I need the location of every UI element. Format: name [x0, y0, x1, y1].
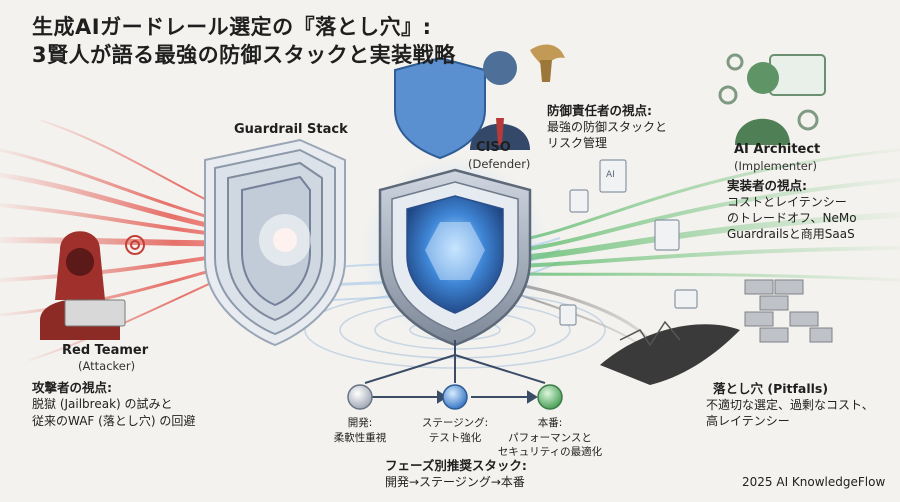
title-line2: 3賢人が語る最強の防御スタックと実装戦略 [32, 43, 456, 67]
ciso-view-line2: リスク管理 [547, 136, 608, 150]
architect-name: AI Architect [734, 142, 821, 157]
red-teamer-view-line1: 脱獄 (Jailbreak) の試みと [32, 397, 173, 411]
credit: 2025 AI KnowledgeFlow [742, 475, 886, 489]
phase-stack-flow: 開発→ステージング→本番 [385, 475, 525, 489]
pitfalls-line2: 高レイテンシー [706, 414, 790, 428]
red-teamer-view-title: 攻撃者の視点: [32, 380, 112, 395]
architect-role: (Implementer) [734, 159, 818, 173]
ciso-view-title: 防御責任者の視点: [547, 103, 652, 118]
ciso-view-line1: 最強の防御スタックと [547, 120, 668, 134]
phase-stack-title: フェーズ別推奨スタック: [385, 458, 527, 473]
phase-node-prod [537, 384, 563, 410]
architect-view-line1: コストとレイテンシー [727, 195, 847, 209]
guardrail-stack [204, 138, 346, 347]
stack-label: Guardrail Stack [234, 122, 348, 137]
red-teamer-view-line2: 従来のWAF (落とし穴) の回避 [32, 414, 196, 428]
architect-view-line3: Guardrailsと商用SaaS [727, 227, 855, 241]
phase-prod-name: 本番: [537, 417, 563, 429]
phase-staging-name: ステージング: [421, 417, 489, 429]
red-teamer-name: Red Teamer [62, 343, 149, 358]
architect-view-title: 実装者の視点: [727, 178, 807, 193]
red-teamer-figure [40, 231, 145, 340]
doc-icons [559, 159, 698, 326]
phase-connectors [364, 340, 546, 404]
phase-prod-desc2: セキュリティの最適化 [497, 446, 603, 458]
architect-figure [718, 53, 826, 145]
phase-dev-name: 開発: [347, 417, 373, 429]
phase-node-staging [442, 384, 468, 410]
pitfall-flow [518, 283, 652, 346]
ciso-name: CISO [476, 140, 511, 155]
pitfalls-title: 落とし穴 (Pitfalls) [713, 381, 829, 396]
phase-dev-desc: 柔軟性重視 [333, 432, 387, 444]
architect-view-line2: のトレードオフ、NeMo [727, 211, 857, 225]
ciso-role: (Defender) [468, 157, 531, 171]
pitfall-wall [600, 279, 833, 385]
ai-doc-icon: AI [606, 170, 615, 180]
pitfalls-line1: 不適切な選定、過剰なコスト、 [706, 398, 874, 412]
main-shield [378, 168, 532, 347]
red-teamer-role: (Attacker) [78, 359, 136, 373]
title-line1: 生成AIガードレール選定の『落とし穴』: [32, 15, 432, 39]
ciso-figure [394, 44, 565, 160]
phase-staging-desc: テスト強化 [428, 432, 482, 444]
phase-prod-desc: パフォーマンスと [508, 432, 592, 444]
phase-node-dev [347, 384, 373, 410]
